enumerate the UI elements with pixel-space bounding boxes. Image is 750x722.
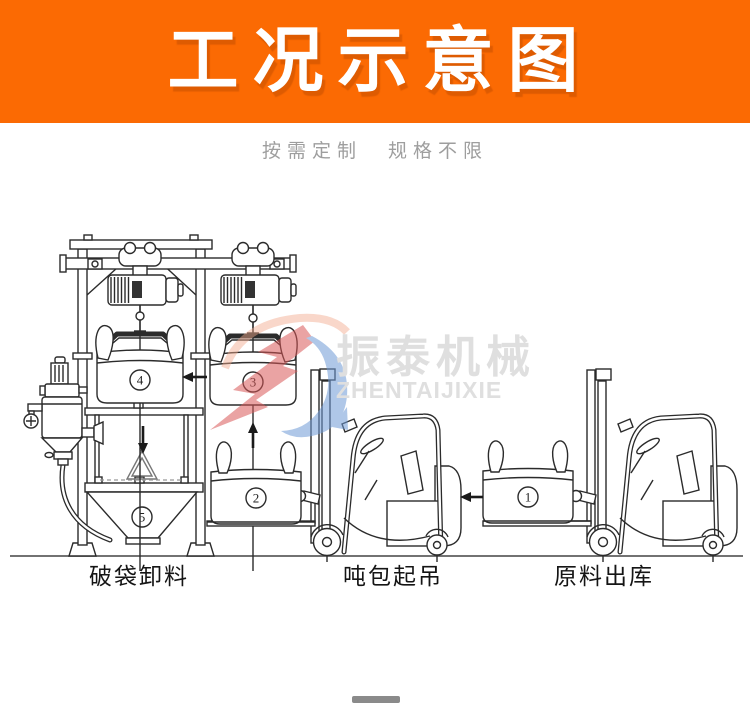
- watermark-brand-cn: 振泰机械: [336, 333, 536, 382]
- step-marker-4: 4: [137, 373, 144, 388]
- station-label-unloading: 破袋卸料: [89, 564, 189, 589]
- page-title: 工况示意图: [167, 22, 593, 101]
- forklift-right: [483, 369, 737, 562]
- bag-breaking-cone: [100, 446, 184, 481]
- subtitle: 按需定制 规格不限: [0, 136, 750, 163]
- subtitle-right: 规格不限: [388, 141, 489, 162]
- step-marker-5: 5: [139, 510, 146, 525]
- subtitle-left: 按需定制: [261, 141, 362, 162]
- flow-arrow-down: [138, 426, 148, 454]
- watermark-brand-en: ZHENTAIJIXIE: [336, 377, 502, 403]
- watermark-logo-icon: [210, 313, 350, 438]
- gantry-frame: [59, 234, 297, 557]
- vacuum-conveyor: [23, 356, 113, 543]
- flow-arrow-up: [248, 422, 258, 448]
- seated-bag-1: [482, 440, 574, 524]
- step-marker-1: 1: [525, 490, 532, 505]
- station-label-outbound: 原料出库: [554, 564, 654, 589]
- watermark: 振泰机械 ZHENTAIJIXIE: [210, 313, 536, 438]
- flow-arrow-left-2: [460, 492, 483, 502]
- header-banner: 工况示意图: [0, 0, 750, 123]
- page-scrollbar-thumb: [352, 696, 400, 703]
- hanging-bag-4: [96, 312, 184, 403]
- station-label-lifting: 吨包起吊: [343, 564, 443, 589]
- discharge-hopper: 5: [85, 491, 199, 545]
- seated-bag-2: [210, 441, 302, 525]
- flow-arrow-left-1: [182, 372, 207, 382]
- step-marker-2: 2: [253, 491, 260, 506]
